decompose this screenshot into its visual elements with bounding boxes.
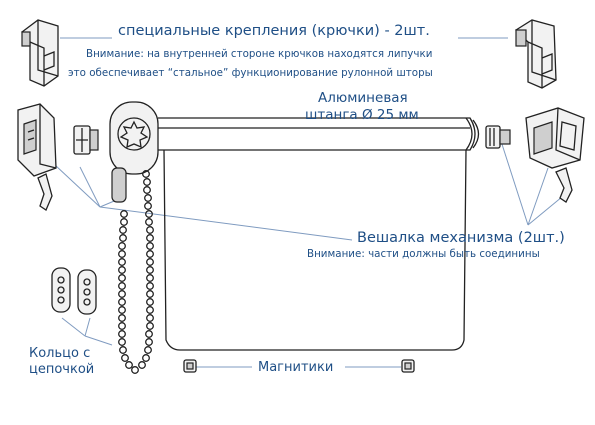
- blind-fabric-icon: [158, 117, 480, 351]
- aluminum-bar-label-line1: Алюминевая: [318, 90, 408, 106]
- hooks-note-line2: это обеспечивает “стальное” функциониров…: [68, 67, 433, 79]
- magnets-label: Магнитики: [258, 360, 334, 375]
- hook-bracket-left-icon: [21, 19, 59, 87]
- ball-chain-left-icon: [118, 210, 139, 374]
- aluminum-bar-label-line2: штанга Ø 25 мм: [305, 107, 419, 123]
- hook-bracket-right-icon: [514, 19, 557, 89]
- magnet-right-icon: [401, 359, 415, 373]
- mechanism-hanger-right-icon: [525, 107, 585, 169]
- chain-ring-connectors-icon: [51, 267, 97, 315]
- end-plug-left-icon: [73, 125, 99, 155]
- mechanism-hanger-left-icon: [17, 103, 57, 177]
- ring-chain-label-line1: Кольцо с: [29, 346, 91, 361]
- hooks-title: специальные крепления (крючки) - 2шт.: [118, 23, 430, 39]
- ball-chain-right-icon: [138, 170, 154, 369]
- clip-left-icon: [37, 173, 53, 211]
- leader-lines: [54, 37, 569, 368]
- mechanism-hanger-note: Внимание: части должны быть соединины: [307, 248, 540, 260]
- hooks-note-line1: Внимание: на внутренней стороне крючков …: [86, 48, 433, 60]
- end-plug-right-icon: [485, 125, 511, 149]
- mechanism-hanger-label: Вешалка механизма (2шт.): [357, 230, 565, 246]
- ring-chain-label-line2: цепочкой: [29, 362, 95, 377]
- clip-right-icon: [555, 167, 573, 203]
- chain-wheel-icon: [109, 101, 159, 203]
- magnet-left-icon: [183, 359, 197, 373]
